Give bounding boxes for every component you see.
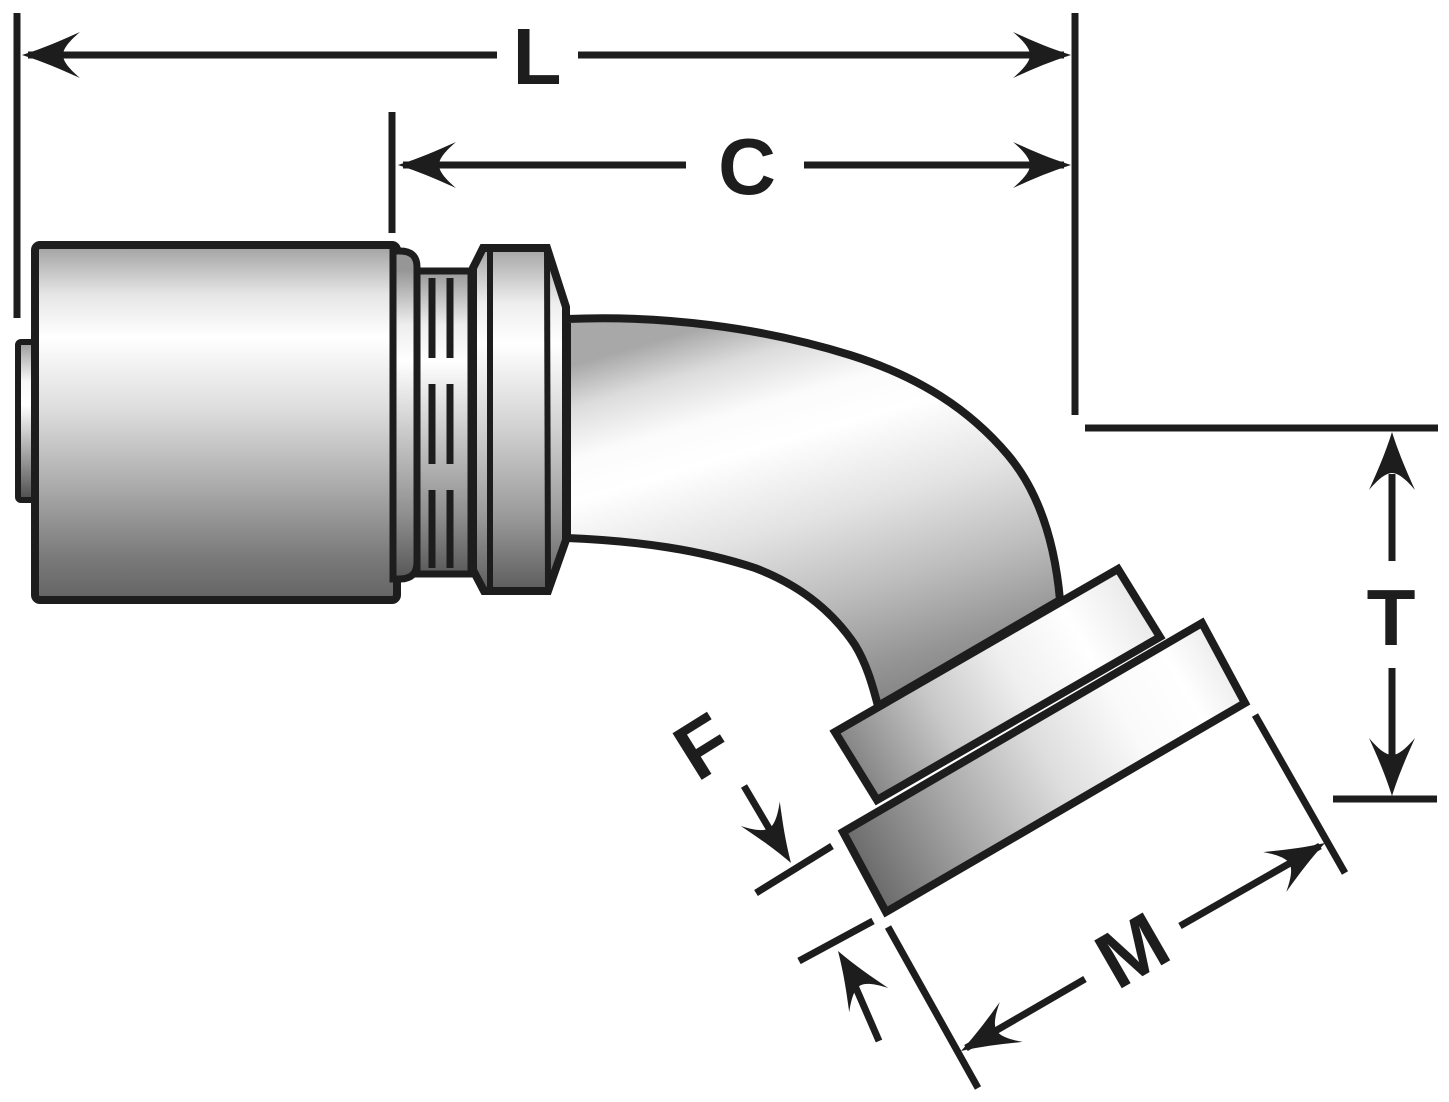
extension-line-left	[884, 925, 982, 1090]
flange-plate	[837, 617, 1251, 918]
face-tick-back	[754, 843, 834, 896]
dimension-l: L	[13, 12, 1079, 415]
dimension-label-m: M	[1081, 895, 1183, 1005]
dimension-line-lower	[842, 963, 883, 1043]
dimension-t: T	[1085, 424, 1438, 803]
dimension-label-c: C	[718, 122, 776, 211]
shell-end-cap	[389, 247, 421, 583]
face-tick-front	[797, 917, 875, 965]
crimp-shell	[31, 241, 401, 604]
dimension-label-f: F	[659, 696, 748, 797]
dimension-label-t: T	[1367, 573, 1416, 662]
ferrule-serrations	[413, 267, 475, 578]
extension-line-right	[1251, 713, 1349, 875]
dimension-label-l: L	[513, 12, 562, 101]
flange-collar	[829, 563, 1166, 806]
dimension-c: C	[388, 112, 1071, 233]
collar-chamfer-line	[544, 250, 551, 590]
elbow-tube	[563, 314, 1065, 713]
collar-nut	[469, 244, 570, 595]
